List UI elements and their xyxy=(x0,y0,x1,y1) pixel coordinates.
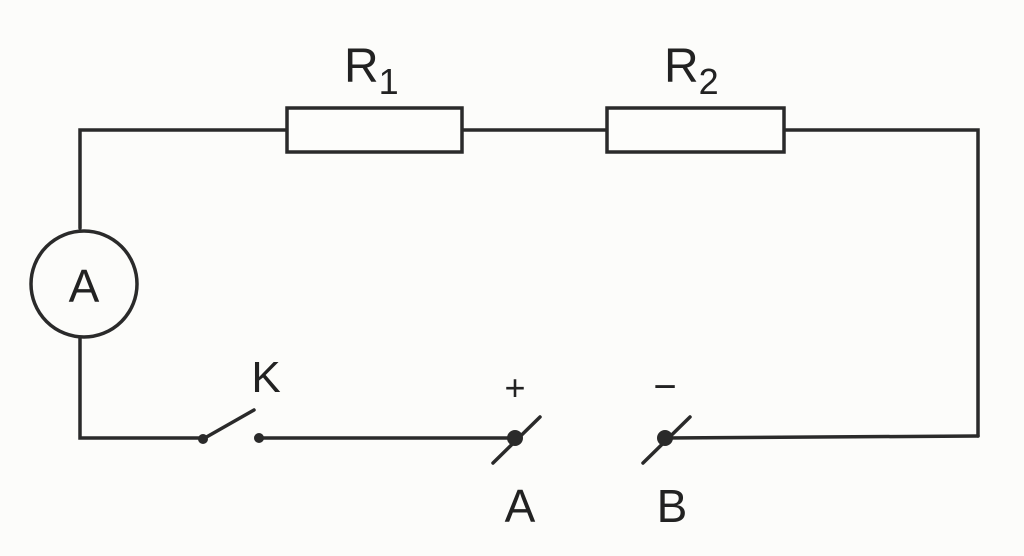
wire-b-to-right xyxy=(663,434,980,440)
ammeter-label: A xyxy=(69,260,100,312)
terminal-b-slash xyxy=(641,415,692,465)
wire-top xyxy=(78,128,980,438)
terminal-a-label: A xyxy=(505,480,536,532)
resistor-r1-label: R1 xyxy=(344,40,399,102)
terminal-a xyxy=(507,430,523,446)
terminal-b-label: B xyxy=(657,480,688,532)
terminal-a-slash xyxy=(491,415,542,465)
switch-lever xyxy=(201,408,256,441)
ammeter xyxy=(29,229,139,339)
terminal-b-polarity: − xyxy=(653,365,676,409)
resistor-r2-label: R2 xyxy=(664,40,719,102)
switch-label: K xyxy=(251,353,280,402)
terminal-a-polarity: + xyxy=(504,367,525,408)
wire-left-bottom xyxy=(78,336,205,440)
resistor-r1 xyxy=(285,106,464,154)
resistor-r2 xyxy=(605,106,786,154)
